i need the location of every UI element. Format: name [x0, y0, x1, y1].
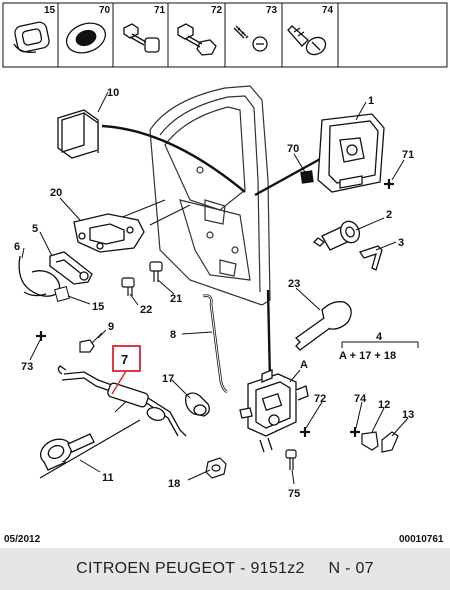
- callout-7: 7: [121, 352, 128, 367]
- part-73-marker: [36, 331, 46, 341]
- header-label-73: 73: [266, 5, 278, 16]
- screw-73-icon: [233, 25, 268, 52]
- part-3-clip: [358, 245, 383, 271]
- callout-2: 2: [386, 209, 392, 221]
- part-74-marker: [350, 427, 360, 437]
- callout-71: 71: [402, 149, 414, 161]
- part-70-plug: [300, 170, 314, 184]
- callout-12: 12: [378, 399, 390, 411]
- header-label-15: 15: [44, 5, 56, 16]
- callout-22: 22: [140, 304, 152, 316]
- callout-73: 73: [21, 361, 33, 373]
- part-21-bolt: [149, 261, 163, 282]
- callout-1: 1: [368, 95, 374, 107]
- part-9-clip: [79, 339, 95, 353]
- part-18-clip: [205, 457, 227, 479]
- part-5-lever: [49, 251, 93, 285]
- header-label-70: 70: [99, 5, 111, 16]
- header-label-71: 71: [154, 5, 166, 16]
- footer-brand: CITROEN PEUGEOT: [76, 560, 236, 577]
- callout-21: 21: [170, 293, 182, 305]
- exploded-parts-diagram: 15 70 71 72 73 74: [2, 2, 448, 545]
- grommet-15-icon: [13, 21, 50, 53]
- plug-70-icon: [65, 22, 107, 54]
- bolt-71-icon: [123, 23, 160, 53]
- leader-lines: [39, 124, 323, 479]
- part-11-actuator: [39, 433, 95, 471]
- header-label-72: 72: [211, 5, 223, 16]
- callout-8: 8: [170, 329, 176, 341]
- callout-13: 13: [402, 409, 414, 421]
- part-75-screw: [285, 449, 297, 470]
- callout-20: 20: [50, 187, 62, 199]
- footer-sheet-number: N - 07: [328, 560, 374, 577]
- callout-11: 11: [102, 472, 114, 484]
- header-parts-strip: 15 70 71 72 73 74: [2, 2, 448, 68]
- footer-spacer: [305, 560, 329, 578]
- callout-A: A: [300, 359, 308, 371]
- callout-70: 70: [287, 143, 299, 155]
- part-23-key: [294, 301, 352, 351]
- callout-72: 72: [314, 393, 326, 405]
- part-71-marker: [384, 179, 394, 189]
- footer-separator: -: [235, 560, 251, 577]
- callout-6: 6: [14, 241, 20, 253]
- part-72-marker: [300, 427, 310, 437]
- callout-9: 9: [108, 321, 114, 333]
- callout-4-formula: A + 17 + 18: [339, 350, 396, 362]
- part-17-spring: [185, 392, 210, 417]
- header-label-74: 74: [322, 5, 334, 16]
- part-1-interior-handle: [317, 113, 385, 193]
- bolt-72-icon: [177, 23, 217, 56]
- callout-15: 15: [92, 301, 104, 313]
- callout-4: 4: [376, 331, 383, 343]
- part-4-bracket: [341, 341, 419, 348]
- part-20-bracket: [73, 213, 145, 253]
- callout-numbers: 10 1 70 71 20 2 5 3 6 23 21 15 22 9 8 4 …: [14, 87, 414, 500]
- footer-bar: CITROEN PEUGEOT - 9151z2 N - 07: [0, 548, 450, 590]
- part-7-link-rod: [57, 365, 187, 437]
- door-frame: [149, 85, 271, 306]
- rivet-74-icon: [287, 25, 327, 56]
- part-15-grommet: [54, 286, 70, 302]
- callout-75: 75: [288, 488, 300, 500]
- part-22-bolt: [121, 277, 135, 296]
- date-code: 05/2012: [4, 534, 41, 545]
- part-2-lock-cylinder: [312, 220, 361, 251]
- callout-leaders: [21, 91, 409, 485]
- footer-catalog-number: 9151z2: [250, 560, 305, 577]
- callout-74: 74: [354, 393, 367, 405]
- part-13-bracket: [381, 431, 399, 453]
- callout-23: 23: [288, 278, 300, 290]
- reference-code: 00010761: [399, 534, 444, 545]
- part-A-lock-mechanism: [239, 369, 309, 453]
- callout-3: 3: [398, 237, 404, 249]
- callout-10: 10: [107, 87, 119, 99]
- highlight-box-7: [112, 345, 141, 372]
- part-8-rod: [202, 294, 228, 394]
- part-10-bracket: [57, 109, 99, 159]
- callout-5: 5: [32, 223, 38, 235]
- callout-17: 17: [162, 373, 174, 385]
- part-12-bracket: [361, 431, 379, 451]
- callout-18: 18: [168, 478, 180, 490]
